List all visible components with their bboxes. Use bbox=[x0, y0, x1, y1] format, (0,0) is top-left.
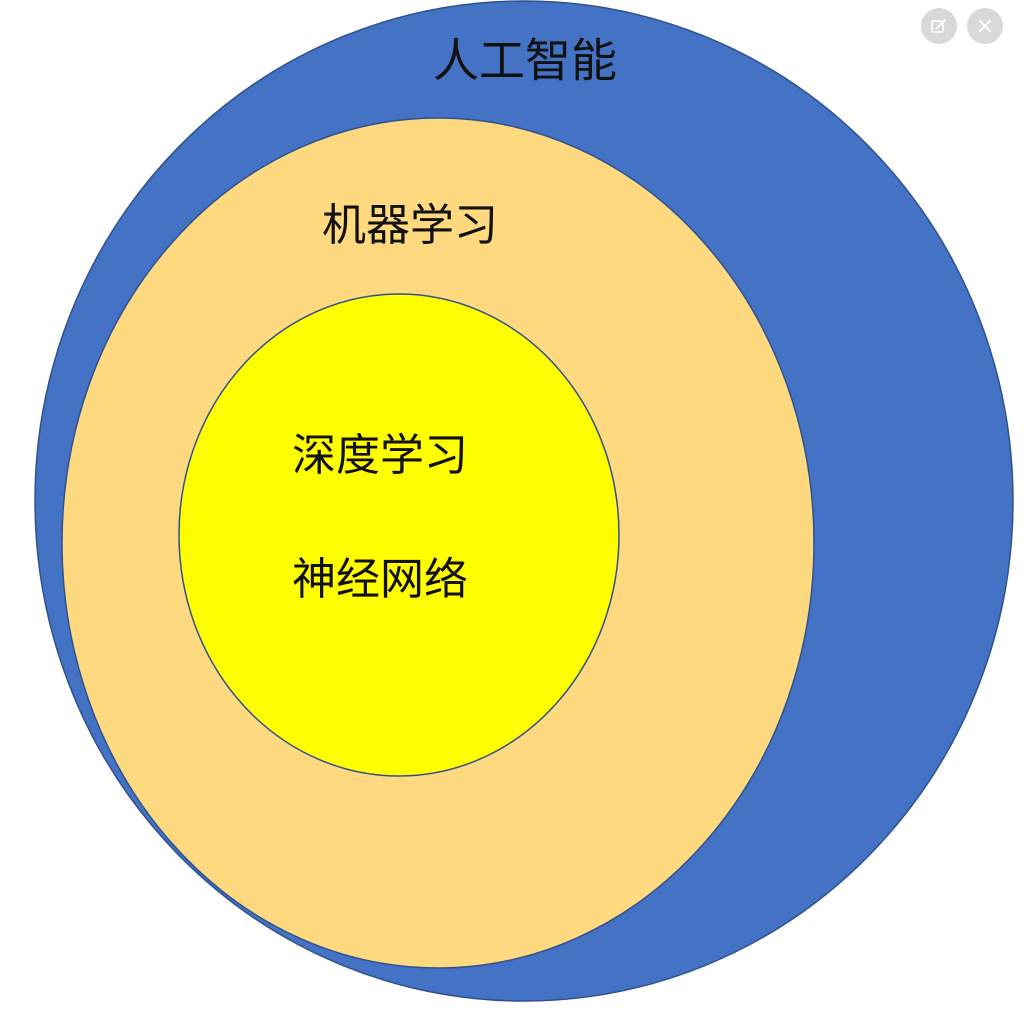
edit-icon bbox=[930, 17, 948, 35]
outer-label: 人工智能 bbox=[433, 34, 617, 88]
close-icon bbox=[977, 18, 993, 34]
close-button[interactable] bbox=[967, 8, 1003, 44]
top-controls bbox=[921, 8, 1003, 44]
edit-button[interactable] bbox=[921, 8, 957, 44]
inner-label-deep-learning: 深度学习 bbox=[292, 430, 468, 481]
middle-label: 机器学习 bbox=[322, 200, 498, 251]
inner-circle-dl bbox=[178, 293, 620, 777]
inner-label-neural-network: 神经网络 bbox=[292, 554, 468, 605]
